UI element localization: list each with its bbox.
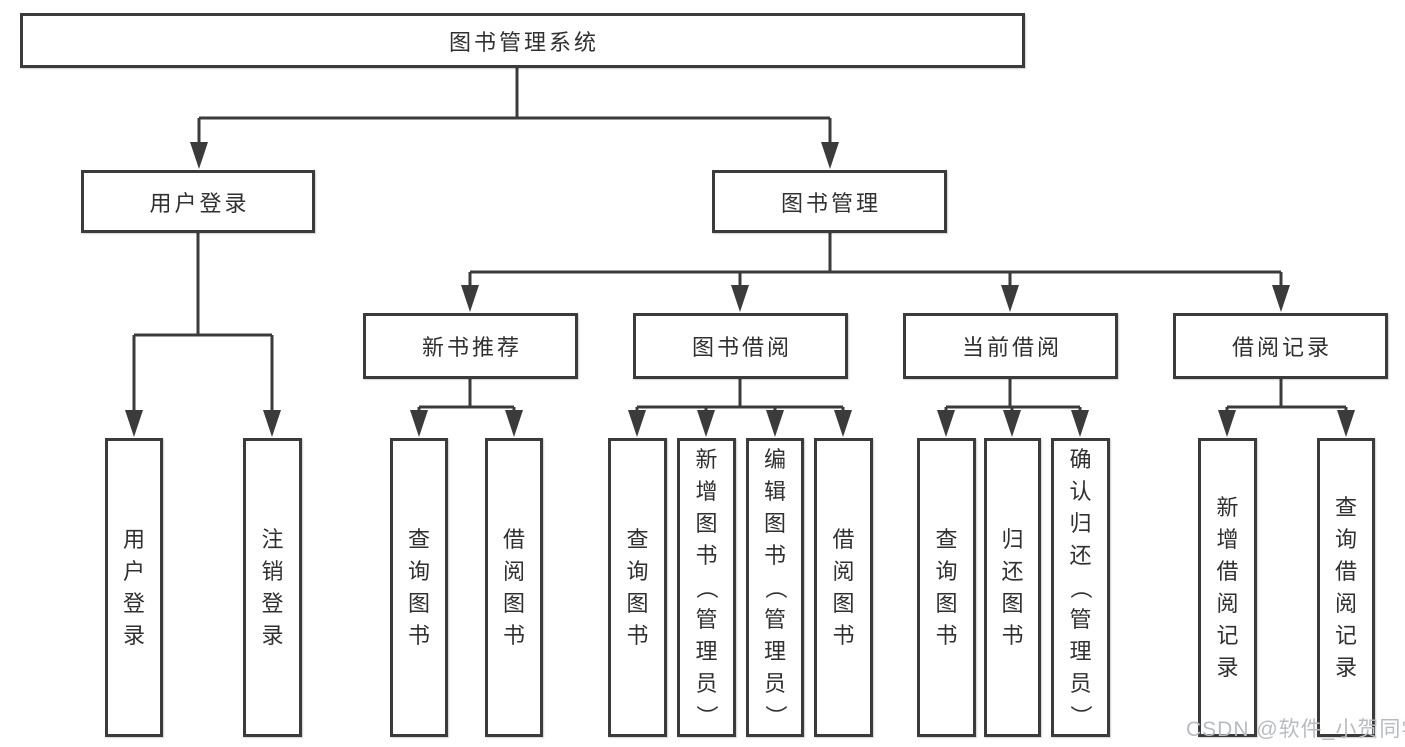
node-label: 借阅图书 xyxy=(832,526,855,648)
node-user-login: 用户登录 xyxy=(81,170,315,233)
node-label: 图书管理系统 xyxy=(448,29,599,55)
node-label: 新书推荐 xyxy=(421,335,522,360)
node-new-book-recommend: 新书推荐 xyxy=(363,313,578,379)
node-book-management: 图书管理 xyxy=(712,170,947,233)
node-label: 归还图书 xyxy=(1001,526,1024,648)
node-label: 查询图书 xyxy=(407,526,430,648)
node-label: 编辑图书（管理员） xyxy=(762,446,788,727)
node-leaf-logout: 注销登录 xyxy=(243,438,302,737)
node-label: 新增图书（管理员） xyxy=(694,446,720,727)
node-leaf-user-login: 用户登录 xyxy=(105,438,163,737)
node-library-management-system: 图书管理系统 xyxy=(20,13,1025,68)
connector-user-login-to-leaves xyxy=(125,233,281,437)
node-leaf-add-book-admin: 新增图书（管理员） xyxy=(677,438,736,737)
node-label: 查询图书 xyxy=(935,526,958,648)
node-book-borrow: 图书借阅 xyxy=(633,313,848,379)
node-leaf-add-borrow-record: 新增借阅记录 xyxy=(1198,438,1257,737)
node-leaf-borrow-book-1: 借阅图书 xyxy=(485,438,543,737)
node-leaf-confirm-return-admin: 确认归还（管理员） xyxy=(1051,438,1110,737)
connector-root-to-level2 xyxy=(190,68,839,169)
node-borrow-record: 借阅记录 xyxy=(1173,313,1388,379)
node-label: 查询图书 xyxy=(626,526,649,648)
connector-book-management-to-level3 xyxy=(461,233,1290,312)
node-leaf-return-book: 归还图书 xyxy=(984,438,1041,737)
connector-book-borrow-to-leaves xyxy=(628,378,852,437)
node-leaf-edit-book-admin: 编辑图书（管理员） xyxy=(746,438,804,737)
connector-current-borrow-to-leaves xyxy=(937,378,1089,437)
node-label: 用户登录 xyxy=(122,526,145,648)
connector-new-book-to-leaves xyxy=(410,378,523,437)
node-label: 借阅记录 xyxy=(1231,335,1332,360)
node-label: 当前借阅 xyxy=(961,335,1062,360)
node-label: 借阅图书 xyxy=(502,526,525,648)
node-leaf-query-book-1: 查询图书 xyxy=(390,438,448,737)
node-leaf-query-book-3: 查询图书 xyxy=(917,438,976,737)
node-label: 图书管理 xyxy=(780,190,881,216)
node-leaf-query-borrow-record: 查询借阅记录 xyxy=(1317,438,1375,737)
node-label: 图书借阅 xyxy=(691,335,792,360)
csdn-watermark: CSDN @软件_小贺同学 xyxy=(1186,718,1405,741)
node-label: 新增借阅记录 xyxy=(1216,494,1239,680)
node-label: 注销登录 xyxy=(261,526,284,648)
node-current-borrow: 当前借阅 xyxy=(903,313,1118,379)
node-leaf-borrow-book-2: 借阅图书 xyxy=(814,438,873,737)
node-label: 确认归还（管理员） xyxy=(1068,446,1094,727)
node-leaf-query-book-2: 查询图书 xyxy=(608,438,667,737)
node-label: 用户登录 xyxy=(149,190,250,216)
connector-borrow-record-to-leaves xyxy=(1218,378,1355,437)
node-label: 查询借阅记录 xyxy=(1334,494,1357,680)
